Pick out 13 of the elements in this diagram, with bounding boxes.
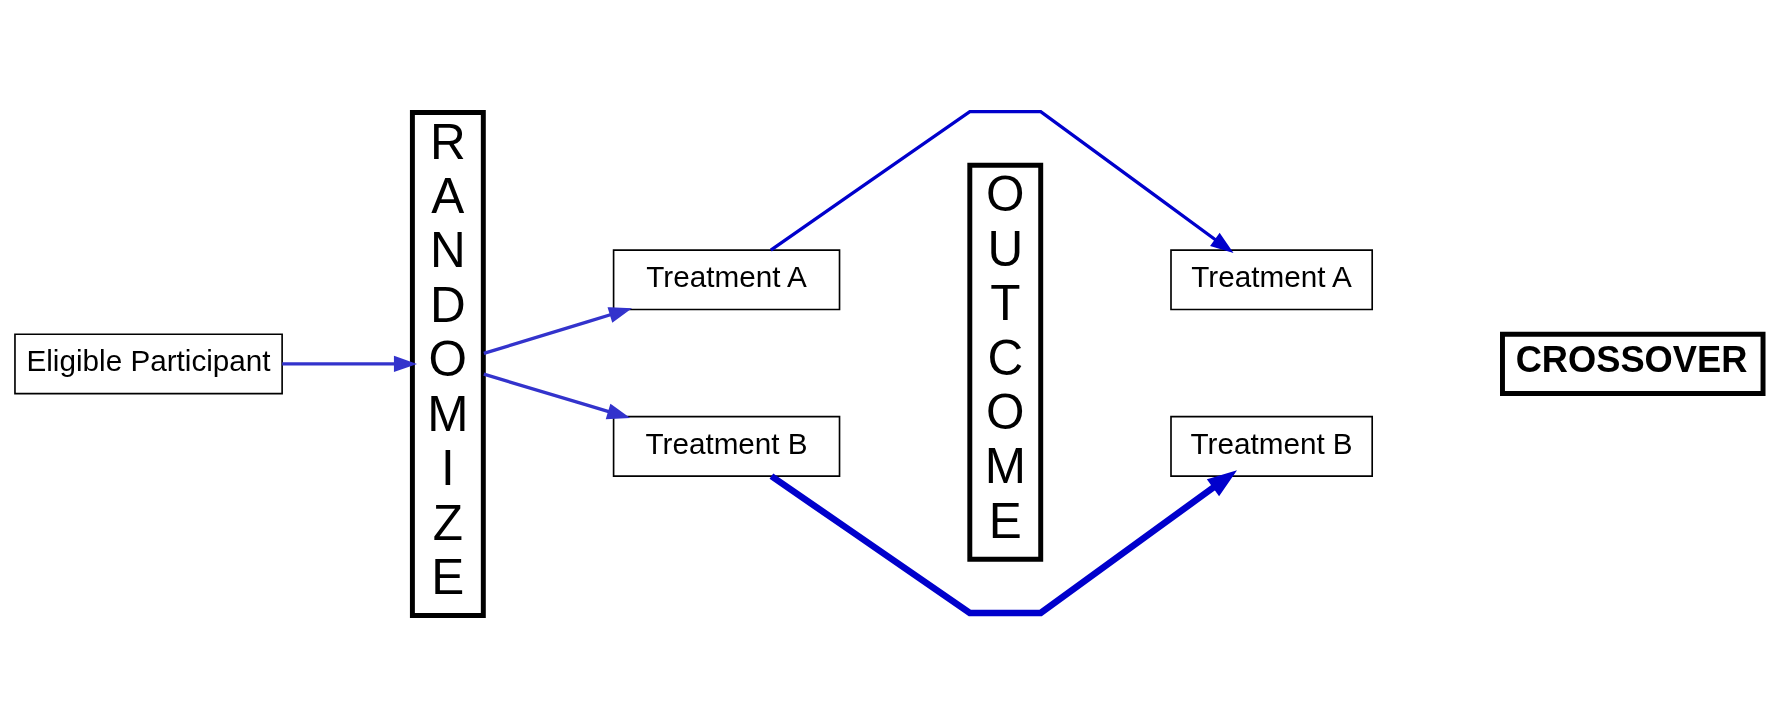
arrow	[769, 109, 1234, 253]
arrow	[282, 355, 418, 372]
node-box: RANDOMIZE	[409, 109, 486, 618]
node-box: OUTCOME	[967, 162, 1044, 562]
node-box: Eligible Participant	[14, 332, 283, 394]
node-box: Treatment B	[612, 415, 841, 477]
node-box: Treatment A	[1170, 248, 1373, 310]
arrow	[769, 469, 1238, 616]
node-box: CROSSOVER	[1500, 331, 1766, 396]
arrow	[483, 372, 631, 419]
arrow	[483, 306, 633, 355]
node-box: Treatment A	[612, 248, 841, 310]
node-box: Treatment B	[1170, 415, 1373, 477]
